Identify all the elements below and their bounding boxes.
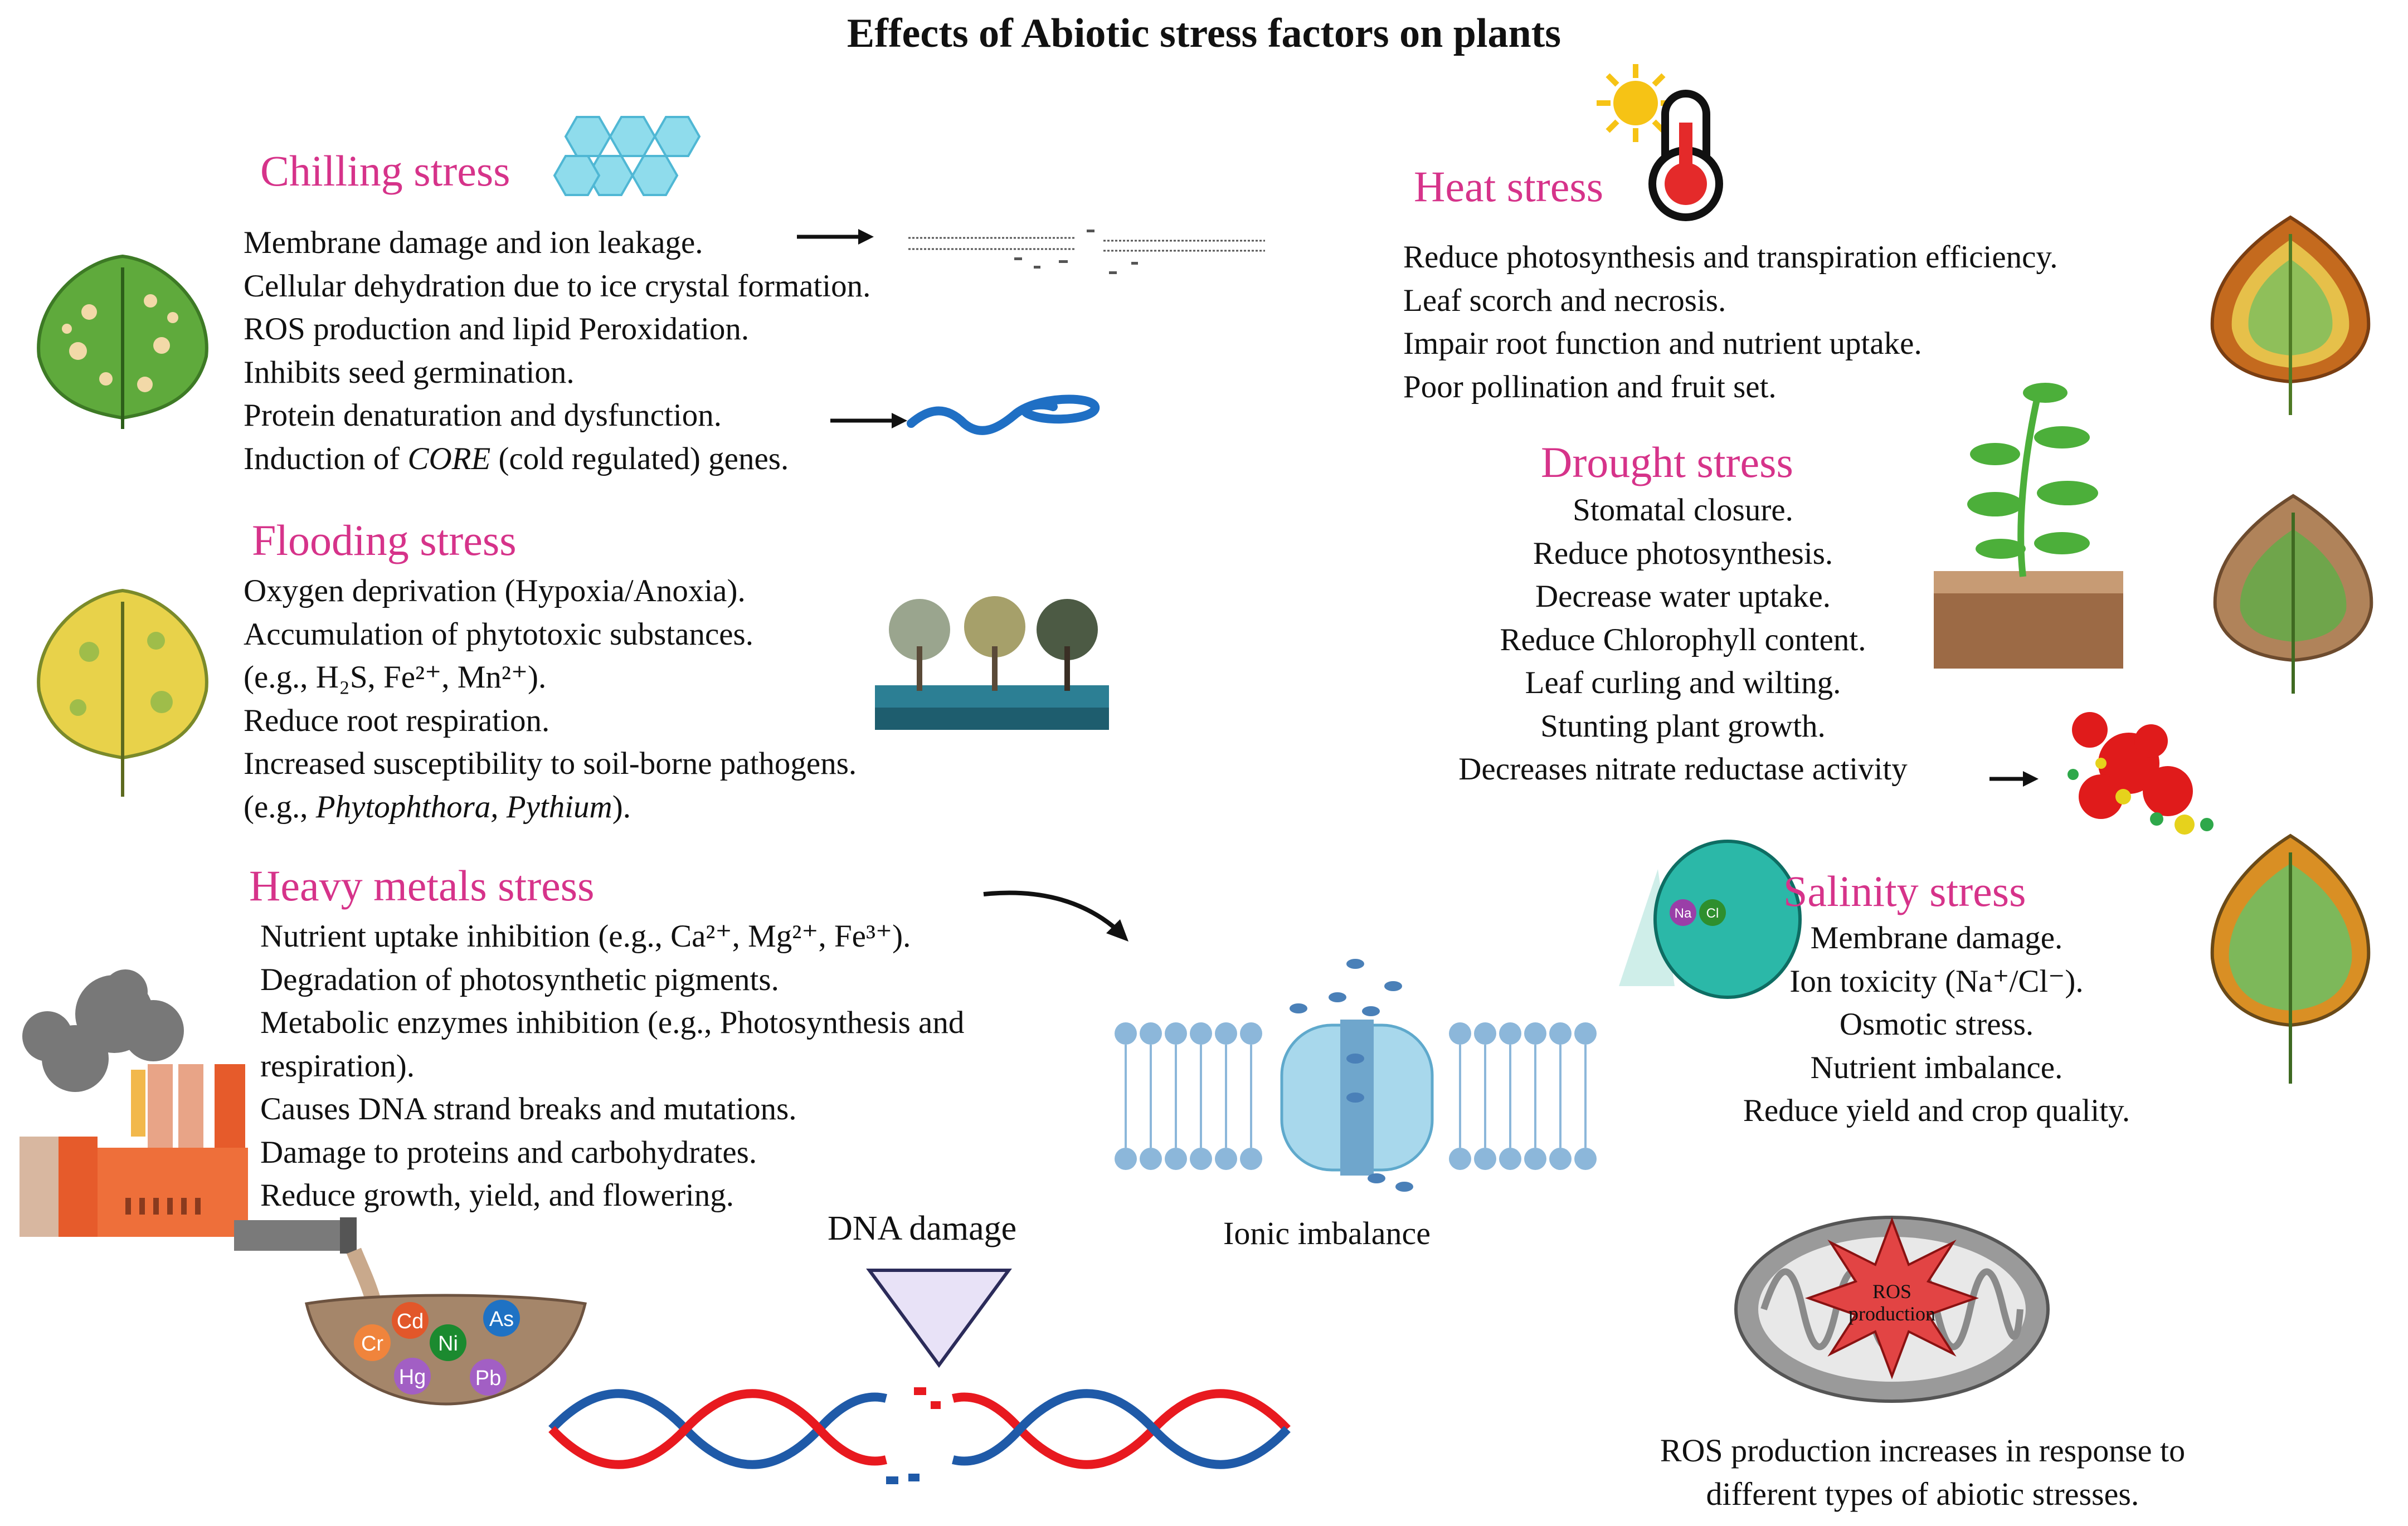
flooding-yellow-leaf-icon <box>37 588 208 797</box>
ion-channel-membrane-icon <box>1115 959 1597 1192</box>
wilted-plant-icon <box>1934 383 2123 669</box>
drought-dry-leaf-icon <box>2213 494 2373 694</box>
arrow-icon <box>830 413 907 428</box>
ionic-imbalance-label: Ionic imbalance <box>1223 1215 1431 1251</box>
arrow-icon <box>797 229 874 245</box>
salt-ion-magnifier-icon: Na Cl <box>1619 840 1802 999</box>
flooding-effect-4: Reduce root respiration. <box>244 703 550 738</box>
dna-strand-break-icon <box>548 1387 1291 1484</box>
thermometer-icon <box>1648 90 1723 221</box>
metal-ion-label: Hg <box>399 1366 426 1389</box>
salinity-effect-4: Nutrient imbalance. <box>1810 1050 2063 1085</box>
mitochondrion-ros-icon: ROS production <box>1734 1216 2050 1403</box>
denatured-protein-icon <box>907 394 1100 435</box>
heavy-metals-effect-1: Nutrient uptake inhibition (e.g., Ca²⁺, … <box>260 919 911 954</box>
flooding-effect-2: Accumulation of phytotoxic substances. <box>244 616 753 652</box>
chilling-effect-5: Protein denaturation and dysfunction. <box>244 398 722 433</box>
chilling-effect-1: Membrane damage and ion leakage. <box>244 225 703 260</box>
curved-arrow-icon <box>983 890 1128 942</box>
heavy-metals-effect-5: Causes DNA strand breaks and mutations. <box>260 1091 797 1127</box>
chilling-stress-heading: Chilling stress <box>260 147 510 195</box>
metal-ion-label: As <box>489 1308 514 1331</box>
salinity-effect-1: Membrane damage. <box>1810 920 2063 955</box>
drought-effect-7: Decreases nitrate reductase activity <box>1458 752 1908 787</box>
chilling-effect-2: Cellular dehydration due to ice crystal … <box>244 268 871 304</box>
ros-badge-line2: production <box>1848 1303 1935 1325</box>
metal-ion-label: Cd <box>397 1310 424 1333</box>
drought-effect-5: Leaf curling and wilting. <box>1525 665 1841 700</box>
drought-effect-4: Reduce Chlorophyll content. <box>1500 622 1866 657</box>
factory-icon <box>20 969 248 1237</box>
metal-ion-label: Pb <box>475 1367 501 1390</box>
chilling-effect-3: ROS production and lipid Peroxidation. <box>244 311 750 347</box>
salinity-damaged-leaf-icon <box>2210 833 2371 1084</box>
flooded-trees-icon <box>875 596 1109 730</box>
nitrate-reductase-enzyme-icon <box>2068 712 2214 835</box>
drought-effect-6: Stunting plant growth. <box>1540 708 1826 744</box>
flooding-stress-heading: Flooding stress <box>252 516 517 564</box>
sodium-ion-label: Na <box>1675 906 1692 921</box>
heavy-metals-effect-4: respiration). <box>260 1048 415 1084</box>
chloride-ion-label: Cl <box>1706 906 1719 921</box>
ros-badge-line1: ROS <box>1872 1280 1911 1303</box>
heat-effect-4: Poor pollination and fruit set. <box>1403 369 1777 404</box>
flooding-effect-6: (e.g., Phytophthora, Pythium). <box>244 789 631 825</box>
salinity-effect-2: Ion toxicity (Na⁺/Cl⁻). <box>1789 963 2084 999</box>
heavy-metals-stress-heading: Heavy metals stress <box>249 861 595 910</box>
metal-ion-label: Cr <box>361 1332 383 1356</box>
heavy-metals-effect-6: Damage to proteins and carbohydrates. <box>260 1134 757 1170</box>
drought-stress-heading: Drought stress <box>1541 438 1793 486</box>
metal-ion-label: Ni <box>438 1332 458 1356</box>
waste-pipe-icon <box>234 1217 381 1303</box>
flooding-effect-1: Oxygen deprivation (Hypoxia/Anoxia). <box>244 573 746 608</box>
heavy-metals-effect-2: Degradation of photosynthetic pigments. <box>260 962 779 997</box>
sun-icon <box>1597 64 1675 142</box>
chilling-effect-6: Induction of CORE (cold regulated) genes… <box>244 441 789 476</box>
arrow-icon <box>1989 771 2039 787</box>
triangle-pointer-icon <box>866 1269 1012 1368</box>
heavy-metals-effect-7: Reduce growth, yield, and flowering. <box>260 1178 734 1213</box>
heat-stress-heading: Heat stress <box>1414 162 1604 211</box>
salinity-stress-heading: Salinity stress <box>1783 867 2026 915</box>
drought-effect-1: Stomatal closure. <box>1573 493 1793 528</box>
ice-crystal-icon <box>553 116 701 196</box>
heat-effect-2: Leaf scorch and necrosis. <box>1403 282 1726 318</box>
metal-ions-icon: Cd As Cr Ni Hg Pb <box>354 1300 520 1396</box>
drought-effect-2: Reduce photosynthesis. <box>1533 535 1833 571</box>
chilling-effect-4: Inhibits seed germination. <box>244 354 575 390</box>
heavy-metals-effect-3: Metabolic enzymes inhibition (e.g., Phot… <box>260 1005 965 1040</box>
flooding-effect-3: (e.g., H₂S, Fe²⁺, Mn²⁺). <box>244 660 547 695</box>
drought-effect-3: Decrease water uptake. <box>1535 579 1831 614</box>
flooding-effect-5: Increased susceptibility to soil-borne p… <box>244 746 857 781</box>
chilling-damaged-leaf-icon <box>37 254 208 429</box>
dna-damage-label: DNA damage <box>828 1210 1017 1247</box>
ros-caption-line1: ROS production increases in response to <box>1660 1432 2186 1469</box>
broken-membrane-icon <box>908 230 1265 274</box>
heat-scorched-leaf-icon <box>2210 215 2371 415</box>
heat-effect-3: Impair root function and nutrient uptake… <box>1403 326 1922 361</box>
page-title: Effects of Abiotic stress factors on pla… <box>847 11 1561 56</box>
ros-caption-line2: different types of abiotic stresses. <box>1706 1476 2139 1512</box>
heat-effect-1: Reduce photosynthesis and transpiration … <box>1403 240 2058 275</box>
salinity-effect-5: Reduce yield and crop quality. <box>1743 1093 2130 1128</box>
salinity-effect-3: Osmotic stress. <box>1839 1007 2034 1042</box>
